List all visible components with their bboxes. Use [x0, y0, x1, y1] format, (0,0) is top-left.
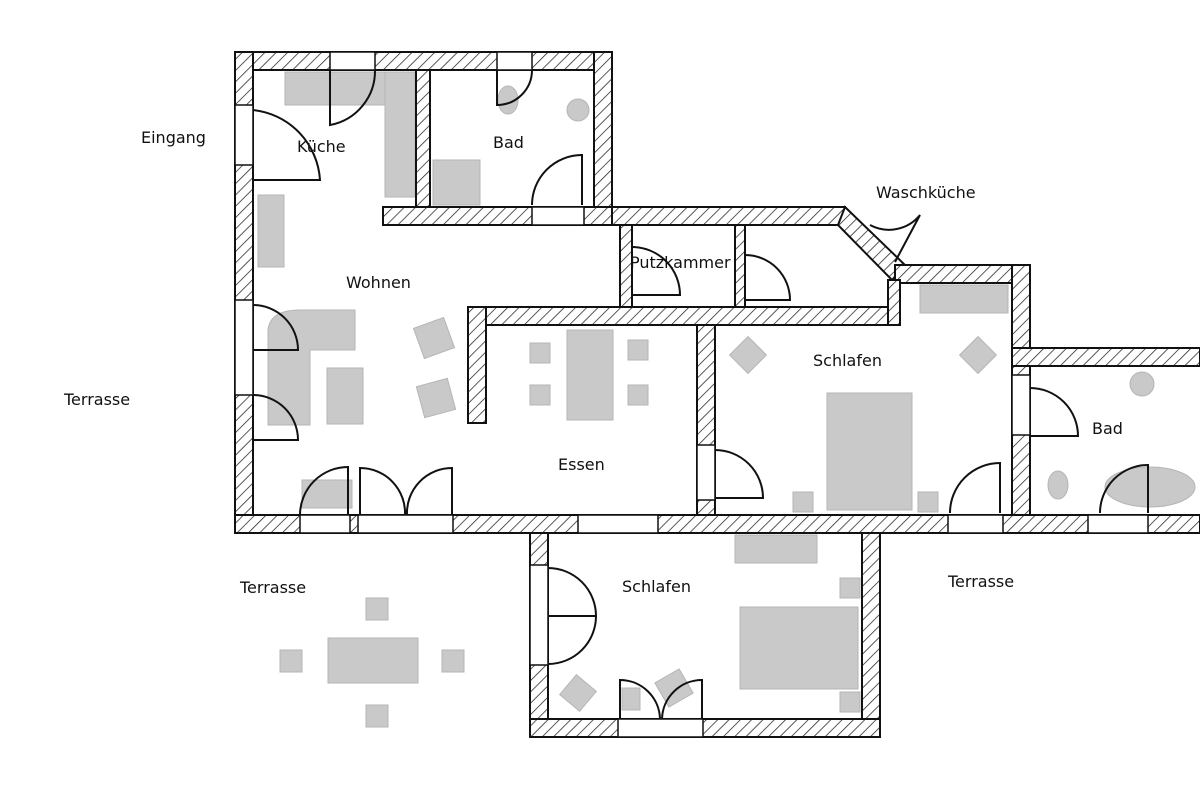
label-bad-1: Bad: [493, 133, 524, 152]
label-terrasse-southeast: Terrasse: [947, 572, 1014, 591]
label-putzkammer: Putzkammer: [630, 253, 731, 272]
label-essen: Essen: [558, 455, 605, 474]
openings: [234, 51, 1149, 738]
label-terrasse-southwest: Terrasse: [239, 578, 306, 597]
label-waschkueche: Waschküche: [876, 183, 976, 202]
label-schlafen-2: Schlafen: [622, 577, 691, 596]
label-bad-2: Bad: [1092, 419, 1123, 438]
furniture: [257, 71, 1196, 728]
label-kueche: Küche: [297, 137, 346, 156]
label-eingang: Eingang: [141, 128, 206, 147]
label-wohnen: Wohnen: [346, 273, 411, 292]
label-terrasse-west: Terrasse: [63, 390, 130, 409]
label-schlafen-1: Schlafen: [813, 351, 882, 370]
door-swings: [252, 69, 1149, 720]
